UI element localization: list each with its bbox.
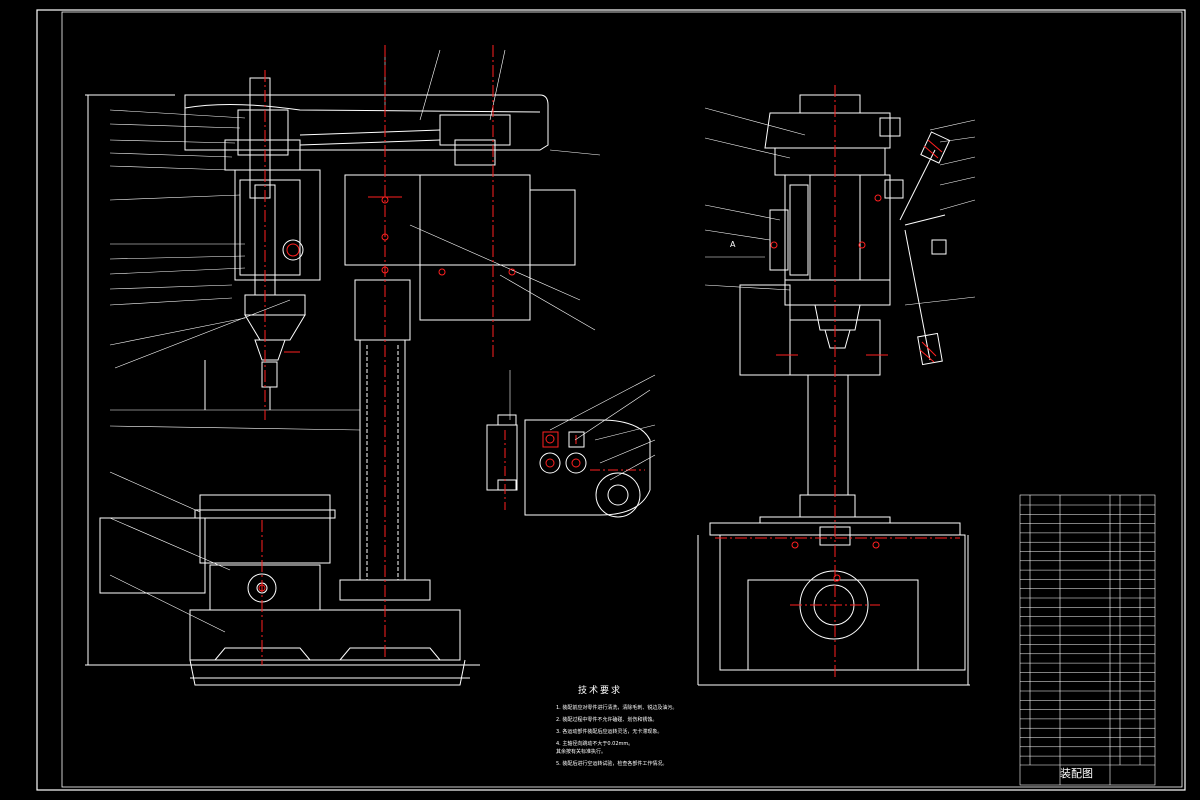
note-line: 4. 主轴径向跳动不大于0.02mm。 [556, 741, 634, 747]
view-label: A [730, 240, 736, 249]
side-view [697, 94, 970, 686]
technical-requirements-title: 技术要求 [578, 686, 623, 696]
note-line: 3. 各运动部件装配后应运转灵活，无卡滞现象。 [556, 729, 663, 735]
note-line: 5. 装配后进行空运转试验，检查各部件工作情况。 [556, 761, 668, 767]
leader-lines-front [109, 49, 601, 633]
side-red-details [715, 85, 960, 680]
note-line: 2. 装配过程中零件不允许磕碰、划伤和锈蚀。 [556, 717, 658, 723]
note-line: 1. 装配前应对零件进行清洗，清除毛刺、锐边及油污。 [556, 705, 678, 711]
control-panel-red [504, 430, 645, 510]
front-view [85, 77, 576, 686]
drawing-title: 装配图 [1060, 767, 1093, 780]
parts-list [1019, 494, 1156, 786]
control-panel [486, 414, 651, 518]
note-line: 其余按有关标准执行。 [556, 749, 607, 755]
leader-lines-side [704, 107, 976, 306]
inner-border [61, 11, 1183, 788]
front-red-details [258, 45, 516, 665]
parts-list-rows [1020, 504, 1155, 757]
outer-border [36, 9, 1186, 791]
leader-lines-panel [509, 370, 656, 481]
